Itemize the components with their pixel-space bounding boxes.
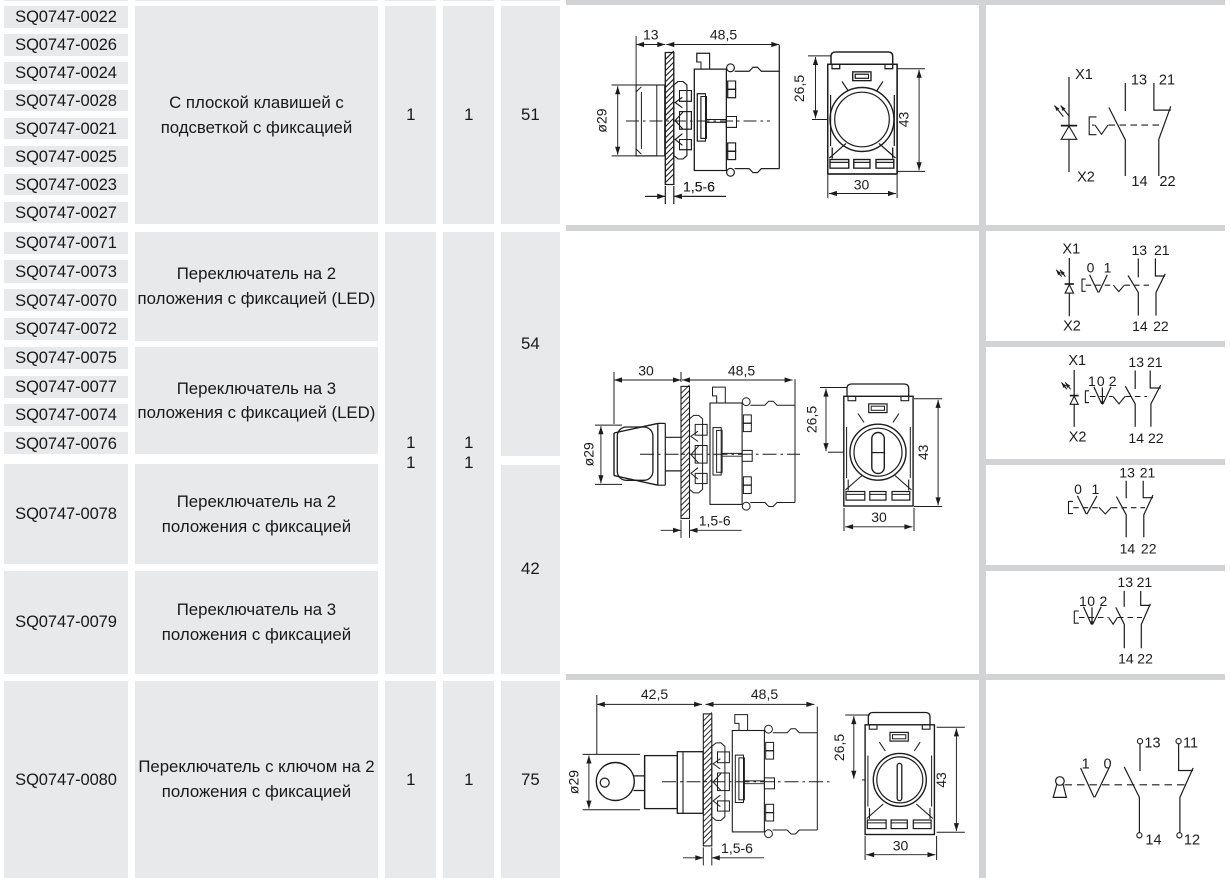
svg-text:21: 21: [1140, 464, 1156, 480]
svg-text:14: 14: [1145, 832, 1161, 848]
svg-text:13: 13: [1117, 574, 1133, 590]
svg-text:30: 30: [893, 837, 909, 853]
svg-text:X1: X1: [1062, 242, 1080, 258]
svg-text:21: 21: [1154, 242, 1170, 258]
svg-text:1: 1: [1088, 373, 1096, 389]
svg-text:ø29: ø29: [581, 442, 597, 466]
svg-text:1: 1: [1079, 593, 1087, 609]
svg-text:0: 0: [1074, 481, 1082, 497]
svg-text:0: 0: [1103, 757, 1111, 773]
svg-text:14: 14: [1132, 318, 1148, 334]
svg-text:0: 0: [1097, 373, 1105, 389]
svg-text:X1: X1: [1068, 353, 1086, 369]
svg-text:1: 1: [1082, 757, 1090, 773]
svg-text:26,5: 26,5: [804, 406, 820, 433]
svg-text:48,5: 48,5: [710, 26, 737, 42]
svg-text:13: 13: [643, 26, 659, 42]
svg-text:26,5: 26,5: [831, 734, 847, 761]
svg-text:13: 13: [1144, 735, 1160, 751]
svg-text:12: 12: [1184, 832, 1200, 848]
svg-text:13: 13: [1128, 354, 1144, 370]
svg-text:43: 43: [896, 112, 912, 128]
svg-text:13: 13: [1119, 464, 1135, 480]
svg-text:X2: X2: [1077, 169, 1095, 185]
svg-text:22: 22: [1153, 318, 1169, 334]
svg-text:11: 11: [1183, 735, 1198, 751]
svg-text:48,5: 48,5: [751, 686, 778, 702]
svg-text:0: 0: [1087, 593, 1095, 609]
svg-text:1: 1: [1104, 259, 1112, 275]
svg-text:0: 0: [1087, 259, 1095, 275]
svg-text:22: 22: [1137, 651, 1153, 667]
svg-text:X1: X1: [1075, 67, 1093, 83]
svg-text:22: 22: [1148, 430, 1164, 446]
svg-text:21: 21: [1137, 574, 1153, 590]
svg-text:21: 21: [1147, 354, 1163, 370]
svg-text:14: 14: [1128, 430, 1144, 446]
svg-text:21: 21: [1159, 73, 1175, 89]
svg-text:X2: X2: [1069, 430, 1087, 446]
svg-text:2: 2: [1109, 373, 1117, 389]
svg-text:13: 13: [1132, 242, 1148, 258]
svg-text:42,5: 42,5: [641, 686, 668, 702]
svg-text:14: 14: [1118, 651, 1134, 667]
svg-text:2: 2: [1100, 593, 1108, 609]
svg-text:30: 30: [638, 363, 654, 379]
svg-text:48,5: 48,5: [728, 363, 755, 379]
svg-text:14: 14: [1131, 174, 1147, 190]
svg-text:ø29: ø29: [565, 770, 581, 794]
svg-text:X2: X2: [1063, 319, 1081, 335]
svg-text:26,5: 26,5: [791, 75, 807, 102]
svg-text:43: 43: [933, 772, 949, 788]
svg-text:30: 30: [871, 509, 887, 525]
svg-text:43: 43: [915, 444, 931, 460]
svg-text:13: 13: [1131, 73, 1147, 89]
svg-text:22: 22: [1159, 174, 1175, 190]
svg-text:ø29: ø29: [594, 108, 610, 132]
svg-text:1: 1: [1092, 481, 1100, 497]
svg-text:30: 30: [854, 176, 870, 192]
svg-text:22: 22: [1141, 540, 1157, 556]
svg-text:14: 14: [1120, 540, 1136, 556]
